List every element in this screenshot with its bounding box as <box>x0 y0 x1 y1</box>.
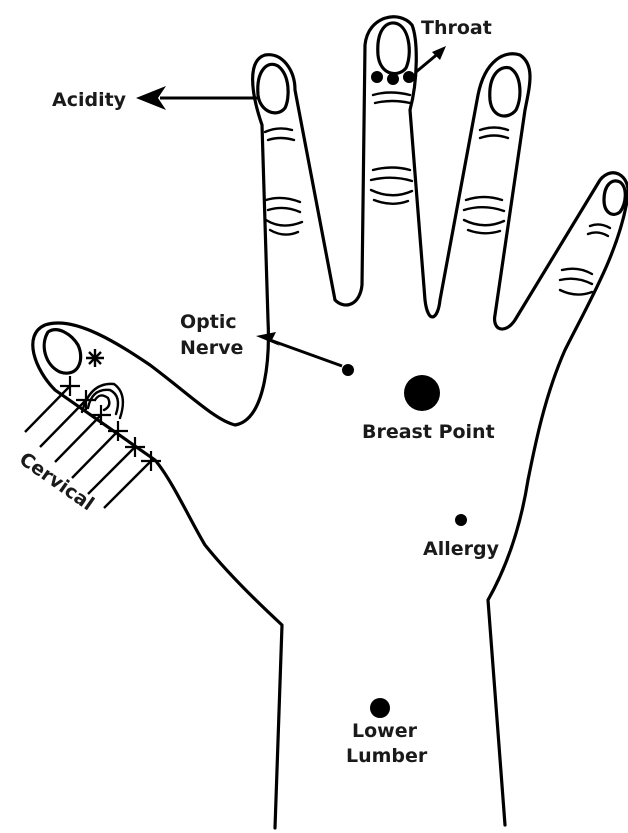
lower-lumber-point <box>370 698 390 718</box>
lower-lumber-label-line2: Lumber <box>346 745 428 767</box>
optic-nerve-point <box>342 364 354 376</box>
optic-nerve-label-line1: Optic <box>180 311 237 333</box>
hand-outline <box>33 17 628 828</box>
throat-label: Throat <box>421 17 492 39</box>
thumb-nail <box>44 330 80 374</box>
acidity-label: Acidity <box>52 89 127 111</box>
middle-nail <box>378 23 409 74</box>
allergy-label: Allergy <box>423 538 500 560</box>
optic-nerve-label-line2: Nerve <box>180 337 243 359</box>
index-creases <box>265 128 302 234</box>
ring-nail <box>490 67 520 116</box>
throat-points <box>371 71 415 85</box>
cervical-label: Cervical <box>15 448 98 515</box>
middle-creases <box>371 93 412 204</box>
lower-lumber-label-line1: Lower <box>352 720 418 742</box>
breast-point-label: Breast Point <box>362 421 495 443</box>
index-nail <box>258 64 288 113</box>
allergy-point <box>455 514 467 526</box>
little-nail <box>604 181 625 214</box>
optic-nerve-arrow <box>270 340 342 366</box>
thumb-star-icon <box>86 349 104 367</box>
breast-point <box>404 375 440 411</box>
